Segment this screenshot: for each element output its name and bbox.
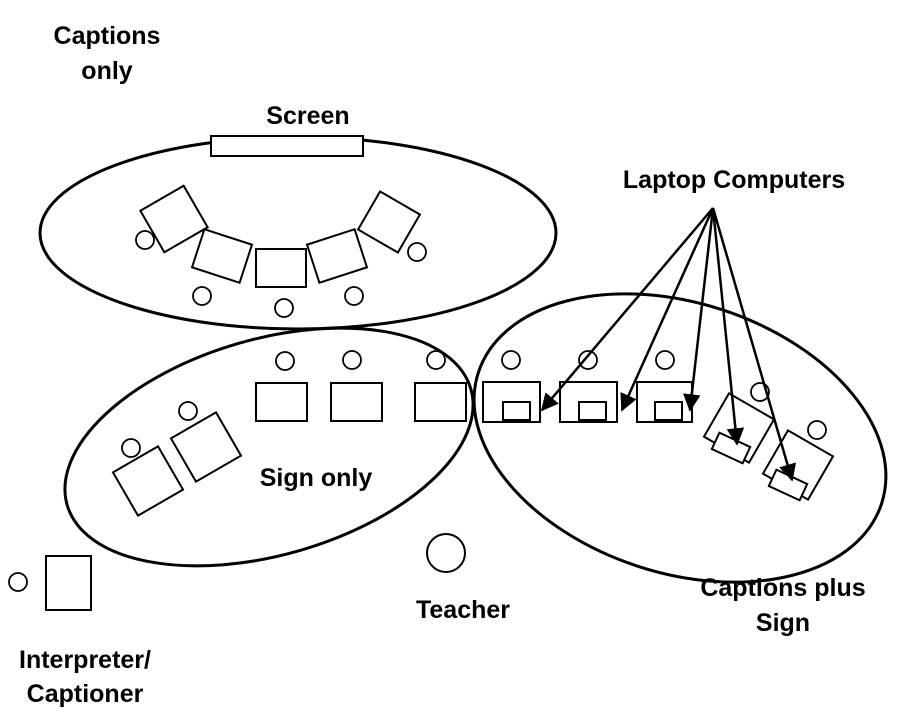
captions-only-label-line1: Captions xyxy=(54,22,161,50)
captions-plus-sign-label-line1: Captions plus xyxy=(700,574,865,602)
desk xyxy=(330,382,383,422)
sign-only-label: Sign only xyxy=(260,464,373,492)
interpreter-label-line1: Interpreter/ xyxy=(19,646,151,674)
laptop-arrow xyxy=(540,207,714,412)
student xyxy=(426,350,446,370)
captions-only-zone xyxy=(38,135,558,331)
desk xyxy=(255,248,307,288)
student xyxy=(121,438,141,458)
laptop xyxy=(502,401,531,421)
laptop-computers-label: Laptop Computers xyxy=(623,166,845,194)
laptop-arrow xyxy=(620,207,715,412)
desk xyxy=(414,382,467,422)
captions-plus-sign-label-line2: Sign xyxy=(756,609,810,637)
laptop-arrow xyxy=(683,207,715,412)
student xyxy=(274,298,294,318)
student xyxy=(178,401,198,421)
laptop-arrow xyxy=(711,207,745,446)
laptop xyxy=(578,401,607,421)
teacher-figure xyxy=(426,533,466,573)
teacher-label: Teacher xyxy=(416,596,510,624)
desk xyxy=(255,382,308,422)
sign-only-zone xyxy=(63,326,475,568)
desk xyxy=(138,184,210,254)
interpreter-label-line2: Captioner xyxy=(27,680,144,708)
student xyxy=(344,286,364,306)
student xyxy=(275,351,295,371)
desk xyxy=(356,190,422,254)
desk xyxy=(169,410,243,484)
student xyxy=(135,230,155,250)
interpreter-desk xyxy=(45,555,92,611)
desk xyxy=(305,227,369,285)
screen-label: Screen xyxy=(266,102,349,130)
captions-only-label-line2: only xyxy=(81,57,132,85)
student xyxy=(655,350,675,370)
desk xyxy=(190,227,254,285)
student xyxy=(407,242,427,262)
desk xyxy=(111,444,185,518)
projection-screen xyxy=(210,135,364,157)
student xyxy=(578,350,598,370)
student xyxy=(342,350,362,370)
captions-plus-sign-zone xyxy=(472,292,888,584)
student xyxy=(192,286,212,306)
student xyxy=(501,350,521,370)
laptop-arrow xyxy=(711,207,797,482)
interpreter-figure xyxy=(8,572,28,592)
student xyxy=(807,420,827,440)
laptop xyxy=(654,401,683,421)
